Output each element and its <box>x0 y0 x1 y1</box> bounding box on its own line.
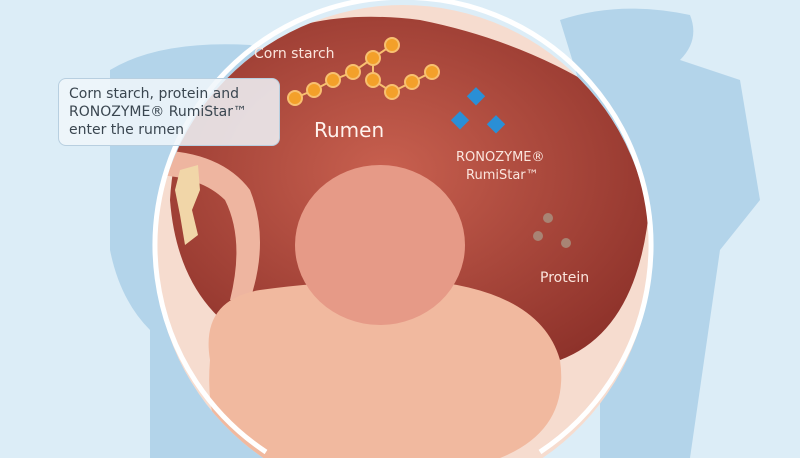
protein-label: Protein <box>540 270 590 286</box>
caption-line: enter the rumen <box>69 122 184 138</box>
esophagus <box>155 150 260 300</box>
food-bolus <box>175 165 200 245</box>
rumen-label: Rumen <box>314 118 385 142</box>
abomasum <box>208 280 562 458</box>
corn-starch-molecule <box>287 37 440 106</box>
protein-molecules <box>533 213 571 248</box>
caption-line: RONOZYME® RumiStar™ <box>69 104 247 120</box>
enzyme-molecules <box>450 87 506 134</box>
enzyme-label-line1: RONOZYME® <box>456 150 545 165</box>
circle-frame <box>152 0 654 455</box>
corn-starch-label: Corn starch <box>254 46 335 62</box>
caption-box: Corn starch, protein and RONOZYME® RumiS… <box>58 78 280 146</box>
enzyme-label-line2: RumiStar™ <box>466 168 539 183</box>
caption-line: Corn starch, protein and <box>69 86 240 102</box>
reticulum <box>295 165 465 325</box>
